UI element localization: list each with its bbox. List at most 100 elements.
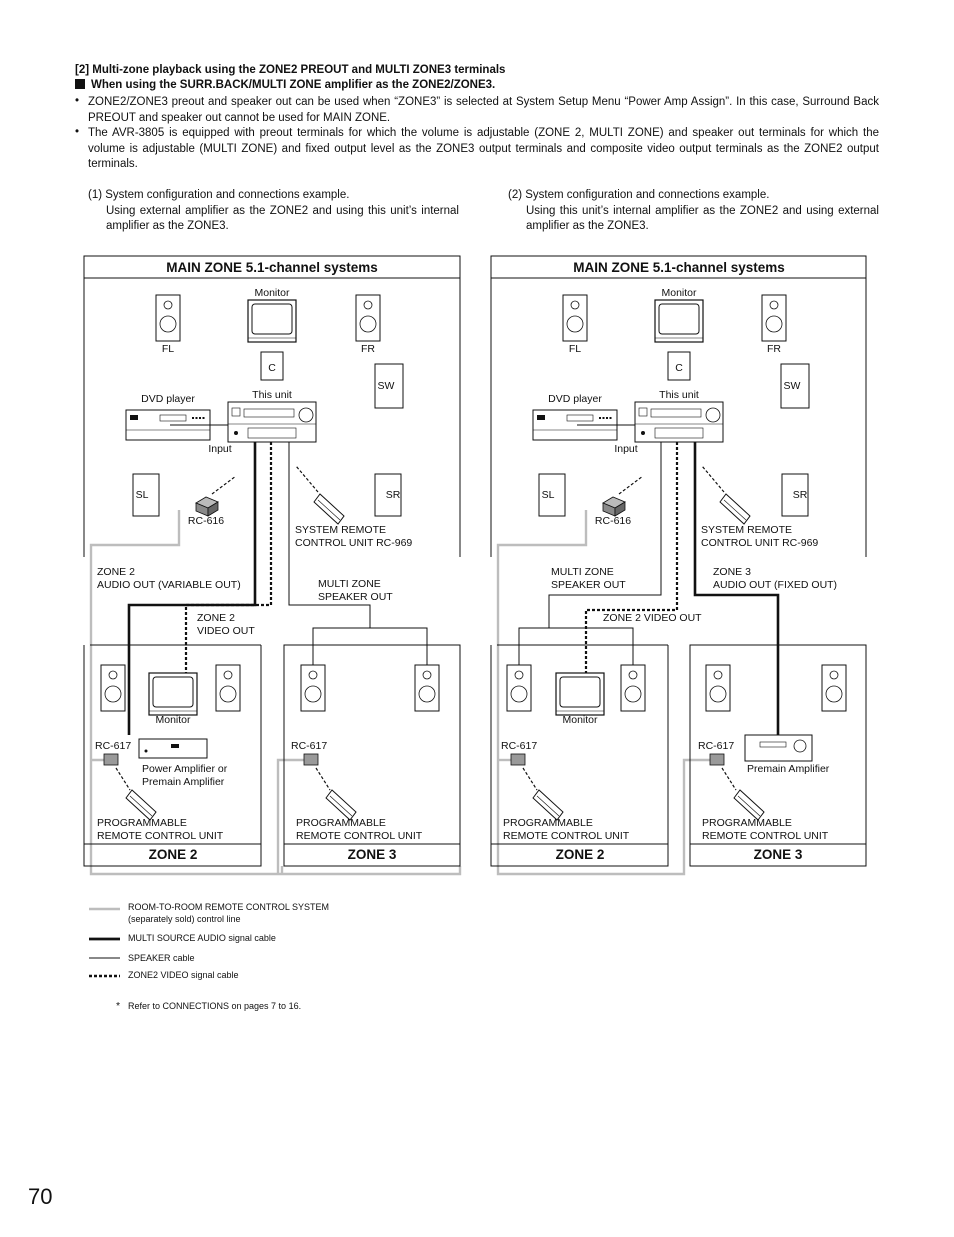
dvd-label: DVD player [141,393,195,405]
example-title-1: (1) System configuration and connections… [88,189,350,201]
zone2-right-speaker [620,664,646,712]
power-amp-label-1: Power Amplifier or [142,763,228,775]
zone2-video-label: ZONE 2 VIDEO OUT [603,612,702,624]
zone2-prog-label-1: PROGRAMMABLE [503,817,593,829]
zone2-monitor [555,672,605,716]
zone3-prog-label-1: PROGRAMMABLE [296,817,386,829]
this-unit-receiver [634,401,724,443]
zone2-video-cable [184,442,273,673]
sw-label: SW [784,380,801,392]
zone3-prog-label-1: PROGRAMMABLE [702,817,792,829]
c-label: C [268,362,276,374]
main-zone-title: MAIN ZONE 5.1-channel systems [573,260,785,275]
zone3-audio-cable [693,442,780,735]
legend-label-audio: MULTI SOURCE AUDIO signal cable [128,933,276,943]
zone2-title: ZONE 2 [556,847,605,862]
input-label: Input [614,443,637,455]
fr-label: FR [767,343,781,355]
legend-label-control-2: (separately sold) control line [128,914,241,924]
subsection-heading: When using the SURR.BACK/MULTI ZONE ampl… [75,79,495,91]
zone3-title: ZONE 3 [754,847,803,862]
zone3-rc617-label: RC-617 [291,740,327,752]
multizone-speaker-cable [548,442,662,628]
surround-right-speaker [781,473,809,517]
multi-zone-label-2: SPEAKER OUT [318,591,393,603]
multi-zone-label-2: SPEAKER OUT [551,579,626,591]
zone3-programmable-remote [325,789,357,821]
diagram-1: MAIN ZONE 5.1-channel systems FL FR Moni… [83,255,462,876]
zone3-prog-label-2: REMOTE CONTROL UNIT [296,830,423,842]
zone3-right-speaker [821,664,847,712]
zone2-title: ZONE 2 [149,847,198,862]
zone2-audio-out-label-1: ZONE 2 [97,566,135,578]
surround-right-speaker [374,473,402,517]
zone2-right-speaker [215,664,241,712]
zone3-box [283,644,461,867]
zone2-left-speaker [100,664,126,712]
page-number: 70 [28,1184,53,1209]
bullet-dot: • [75,95,80,107]
section-heading: [2] Multi-zone playback using the ZONE2 … [75,64,506,76]
this-unit-receiver [227,401,317,443]
zone3-rc617-sensor [709,753,725,766]
room-to-room-control-line [496,510,711,876]
zone2-prog-label-2: REMOTE CONTROL UNIT [97,830,224,842]
zone2-rc617-sensor [103,753,119,766]
center-speaker [667,351,691,381]
sl-label: SL [542,489,555,501]
zone2-monitor-label: Monitor [155,714,191,726]
premain-amp-label: Premain Amplifier [747,763,830,775]
fl-label: FL [569,343,581,355]
zone3-audio-label-2: AUDIO OUT (FIXED OUT) [713,579,837,591]
zone2-video-label-2: VIDEO OUT [197,625,255,637]
main-zone-box [490,255,867,557]
rc616-label: RC-616 [595,515,631,527]
zone3-right-speaker [414,664,440,712]
zone2-monitor-label: Monitor [562,714,598,726]
front-left-speaker [562,294,588,342]
legend-label-control-1: ROOM-TO-ROOM REMOTE CONTROL SYSTEM [128,902,329,912]
monitor-label: Monitor [661,287,697,299]
input-label: Input [208,443,231,455]
zone2-prog-label-2: REMOTE CONTROL UNIT [503,830,630,842]
zone2-prog-label-1: PROGRAMMABLE [97,817,187,829]
zone2-monitor [148,672,198,716]
surround-left-speaker [538,473,566,517]
zone2-video-cable [584,442,679,673]
square-bullet-icon [75,79,85,89]
legend: ROOM-TO-ROOM REMOTE CONTROL SYSTEM (sepa… [89,902,329,1012]
sys-remote-label-2: CONTROL UNIT RC-969 [295,537,412,549]
system-remote-rc969 [313,493,345,525]
zone2-audio-out-label-2: AUDIO OUT (VARIABLE OUT) [97,579,241,591]
bullet-text-2: The AVR-3805 is equipped with preout ter… [88,127,879,170]
zone3-programmable-remote [733,789,765,821]
example-desc-2: Using this unit’s internal amplifier as … [526,204,879,233]
this-unit-label: This unit [252,389,292,401]
main-zone-title: MAIN ZONE 5.1-channel systems [166,260,378,275]
note-asterisk: * [116,1000,120,1012]
monitor-tv [654,299,704,343]
bullet-text-1: ZONE2/ZONE3 preout and speaker out can b… [88,96,879,124]
rc616-label: RC-616 [188,515,224,527]
fl-label: FL [162,343,174,355]
zone2-programmable-remote [125,789,157,821]
legend-label-video: ZONE2 VIDEO signal cable [128,970,239,980]
dvd-label: DVD player [548,393,602,405]
example-title-2: (2) System configuration and connections… [508,189,770,201]
c-label: C [675,362,683,374]
example-desc-1: Using external amplifier as the ZONE2 an… [106,204,459,233]
zone3-title: ZONE 3 [348,847,397,862]
surround-left-speaker [132,473,160,517]
example-caption-2: (2) System configuration and connections… [508,188,879,235]
sr-label: SR [386,489,401,501]
rc616-ir-sensor [195,496,219,517]
multi-zone-label-1: MULTI ZONE [551,566,614,578]
sr-label: SR [793,489,808,501]
zone2-video-label-1: ZONE 2 [197,612,235,624]
power-amp-label-2: Premain Amplifier [142,776,225,788]
front-right-speaker [761,294,787,342]
rc616-ir-sensor [602,496,626,517]
zone3-left-speaker [300,664,326,712]
power-amplifier [138,738,208,759]
